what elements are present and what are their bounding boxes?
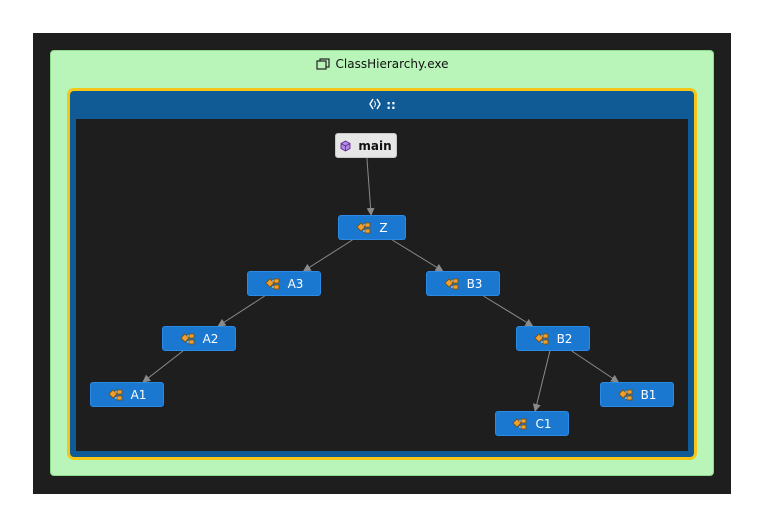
node-a1[interactable]: A1 xyxy=(90,382,164,407)
assembly-header[interactable]: ClassHierarchy.exe xyxy=(51,51,713,76)
node-label: C1 xyxy=(535,416,552,431)
node-c1[interactable]: C1 xyxy=(495,411,569,436)
node-main[interactable]: main xyxy=(335,133,397,158)
node-label: A3 xyxy=(287,276,304,291)
class-icon xyxy=(356,221,372,235)
class-icon xyxy=(265,277,281,291)
namespace-title: :: xyxy=(386,98,396,112)
node-label: main xyxy=(358,138,392,153)
node-label: B2 xyxy=(556,331,573,346)
class-icon xyxy=(533,332,550,346)
node-label: A1 xyxy=(130,387,147,402)
class-icon xyxy=(108,388,124,402)
node-a2[interactable]: A2 xyxy=(162,326,236,351)
class-icon xyxy=(512,417,528,431)
class-icon xyxy=(617,388,634,402)
node-z[interactable]: Z xyxy=(338,215,406,240)
node-b2[interactable]: B2 xyxy=(516,326,590,351)
node-a3[interactable]: A3 xyxy=(247,271,321,296)
method-cube-icon xyxy=(340,139,351,152)
class-icon xyxy=(180,332,196,346)
node-label: B1 xyxy=(640,387,657,402)
class-icon xyxy=(443,277,460,291)
node-b1[interactable]: B1 xyxy=(600,382,674,407)
namespace-icon xyxy=(368,98,382,113)
namespace-body xyxy=(76,119,688,451)
node-label: A2 xyxy=(202,331,219,346)
assembly-icon xyxy=(315,57,330,70)
node-label: Z xyxy=(379,220,388,235)
namespace-header[interactable]: :: xyxy=(70,91,694,119)
node-b3[interactable]: B3 xyxy=(426,271,500,296)
assembly-title: ClassHierarchy.exe xyxy=(335,56,449,71)
node-label: B3 xyxy=(466,276,483,291)
